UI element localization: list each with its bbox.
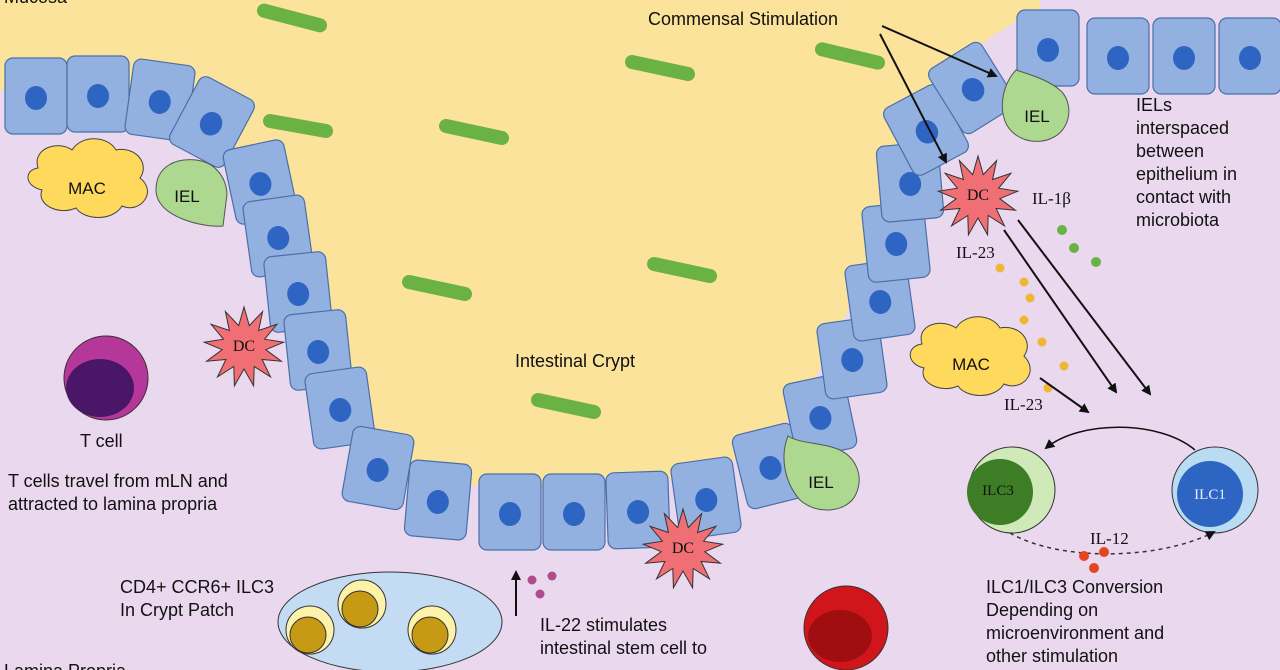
epithelial-cell	[478, 473, 542, 551]
epithelial-cell	[670, 456, 742, 540]
dc-label-bottom: DC	[671, 540, 695, 557]
bacterium	[647, 257, 717, 283]
bacterium	[263, 114, 333, 138]
iel-cell-top-right	[1001, 69, 1070, 142]
il1b-label: IL-1β	[1032, 189, 1071, 208]
iel-cell-left	[155, 159, 228, 227]
epithelial-cell	[4, 57, 68, 135]
mac-cell-left	[27, 138, 148, 218]
dc-to-ilc-arrow-2	[1017, 219, 1152, 396]
ilc3-patch-cell-1	[285, 605, 335, 655]
epithelial-cell	[1218, 17, 1280, 95]
il23-label-top: IL-23	[956, 243, 995, 262]
commensal-arrow-1	[881, 25, 998, 78]
t-cell-nucleus	[66, 359, 134, 417]
epithelial-cell	[1016, 9, 1080, 87]
dc-cell-right	[936, 154, 1020, 237]
bacterium	[402, 275, 472, 301]
bacterium	[625, 55, 695, 81]
epithelial-cell	[403, 459, 473, 541]
lumen	[0, 0, 1040, 490]
bacterium	[531, 393, 601, 419]
ilc3-label: ILC3	[982, 483, 1014, 499]
label-top-left-cut: Mucosa	[4, 0, 67, 9]
mac-to-ilc-arrow	[1039, 377, 1090, 414]
mac-label-left: MAC	[68, 179, 106, 198]
mac-cell-right	[909, 316, 1031, 396]
epithelial-cell	[861, 201, 931, 283]
bacteria-layer	[257, 3, 885, 419]
il23-label-bottom: IL-23	[1004, 395, 1043, 414]
epithelial-cell	[542, 473, 606, 551]
label-intestinal-crypt: Intestinal Crypt	[515, 351, 636, 371]
epithelial-cell	[341, 425, 415, 511]
epithelium	[4, 9, 1280, 551]
label-iels-note: IELs interspaced between epithelium in c…	[1136, 95, 1238, 231]
conversion-arrow-bottom	[1009, 531, 1216, 555]
ilc3-patch-cell-3	[407, 605, 457, 655]
label-crypt-patch: CD4+ CCR6+ ILC3 In Crypt Patch	[120, 577, 275, 621]
cytokine-dots	[527, 225, 1109, 599]
dc-cell-bottom	[641, 507, 725, 590]
epithelial-cell	[1152, 17, 1216, 95]
iel-cell-bottom-right	[783, 435, 860, 511]
iel-label-bottom-right: IEL	[808, 473, 834, 492]
epithelial-cell	[66, 55, 130, 133]
dc-to-ilc-arrow-1	[1003, 229, 1118, 394]
conversion-arrow-top	[1044, 426, 1196, 451]
ilc3-nucleus	[967, 459, 1033, 525]
label-il22-note: IL-22 stimulates intestinal stem cell to	[540, 615, 708, 659]
label-t-cell: T cell	[80, 431, 123, 451]
epithelial-cell	[169, 76, 255, 168]
ilc1-label: ILC1	[1194, 487, 1226, 503]
label-commensal-stimulation: Commensal Stimulation	[648, 9, 839, 29]
epithelial-cell	[1086, 17, 1150, 95]
bacterium	[439, 119, 509, 145]
label-conversion-note: ILC1/ILC3 Conversion Depending on microe…	[986, 577, 1165, 667]
bacterium	[815, 42, 885, 70]
ilc3-patch-cell-2	[337, 579, 387, 629]
iel-label-top-right: IEL	[1024, 107, 1050, 126]
dc-cell-left	[202, 305, 286, 388]
commensal-arrow-2	[879, 33, 947, 164]
il12-label: IL-12	[1090, 529, 1129, 548]
ilc1-nucleus	[1177, 461, 1243, 527]
label-bottom-left-cut: Lamina Propria	[4, 660, 126, 670]
dc-label-left: DC	[232, 338, 256, 355]
bacterium	[257, 3, 327, 33]
mac-label-right: MAC	[952, 355, 990, 374]
label-t-cell-note: T cells travel from mLN and attracted to…	[8, 471, 228, 515]
iel-label-left: IEL	[174, 187, 200, 206]
dc-label-right: DC	[966, 187, 990, 204]
